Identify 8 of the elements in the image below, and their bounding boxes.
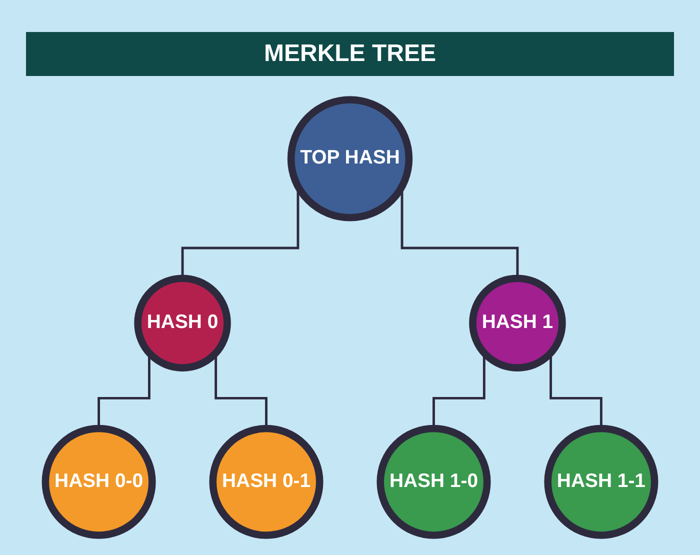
node-circle: HASH 0-1 — [209, 424, 324, 539]
node-circle: HASH 0 — [134, 274, 231, 372]
node-circle: HASH 1 — [469, 274, 566, 372]
node-circle: HASH 1-0 — [376, 424, 491, 539]
node-circle: HASH 1-1 — [544, 424, 658, 539]
node-circle: TOP HASH — [287, 96, 413, 222]
title-banner: MERKLE TREE — [26, 32, 674, 76]
node-circle: HASH 0-0 — [42, 424, 156, 539]
